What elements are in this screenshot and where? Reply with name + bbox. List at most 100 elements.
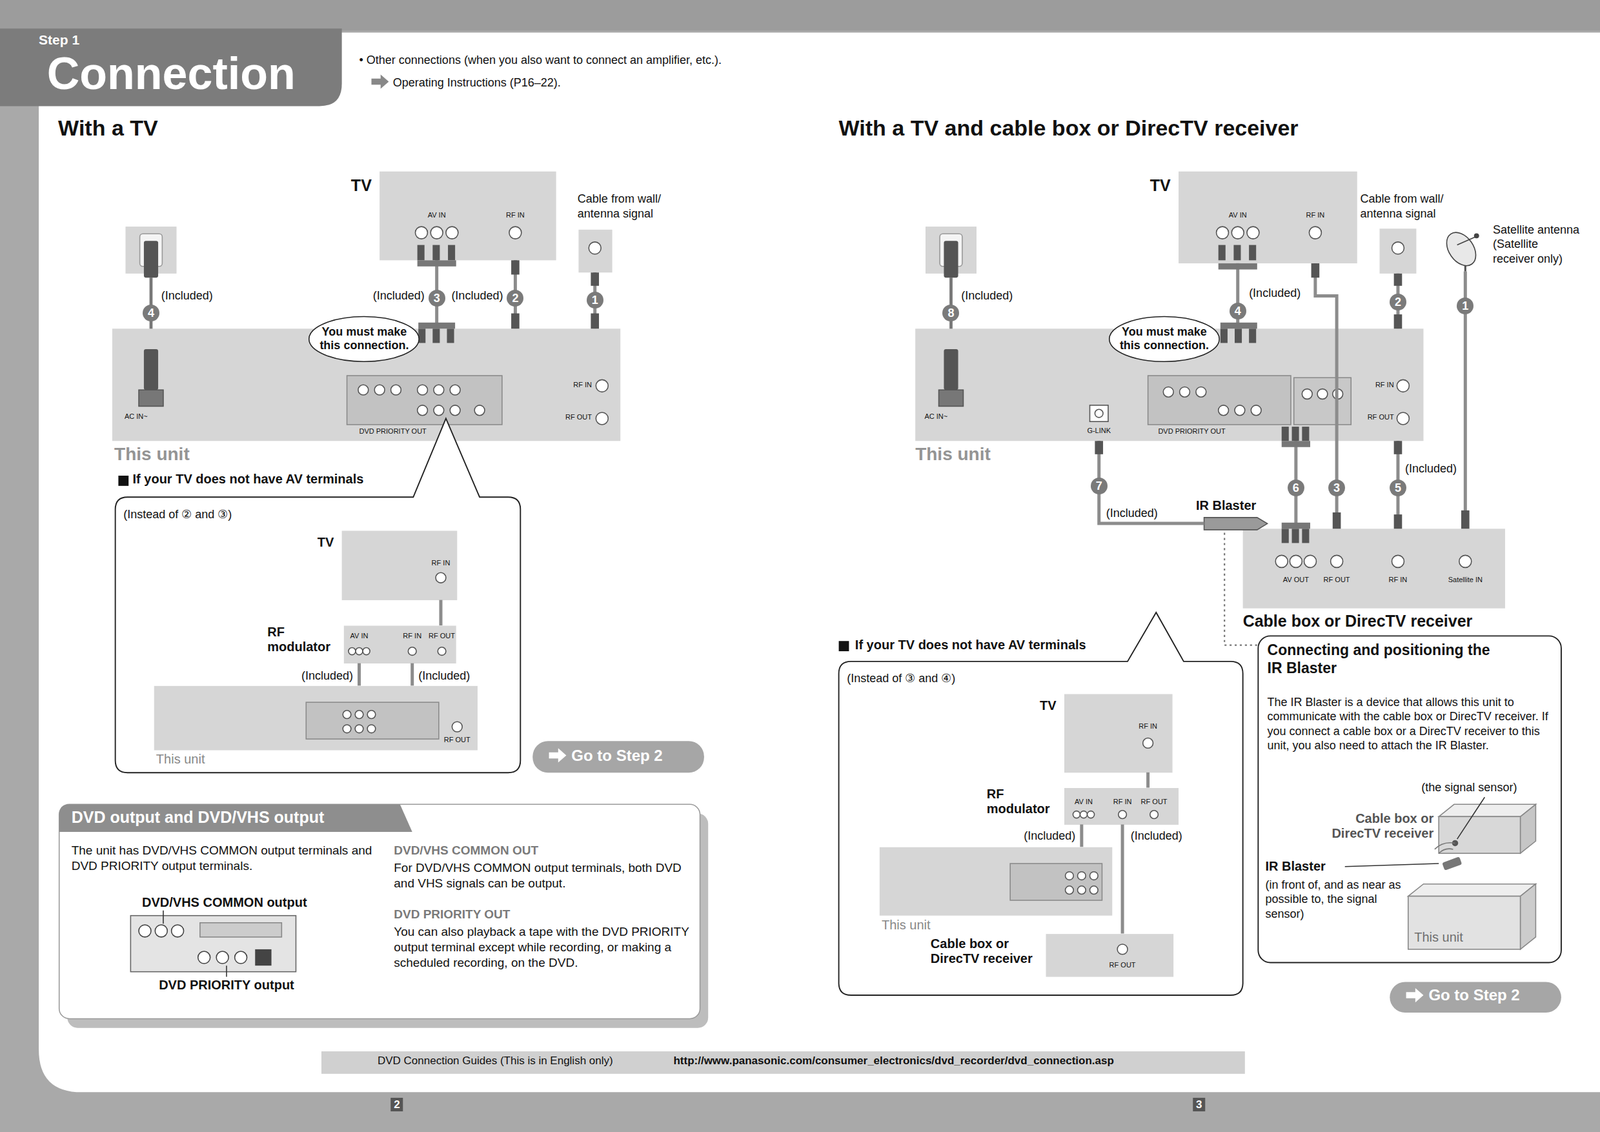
node-text: For DVD/VHS COMMON output terminals, bot… (393, 860, 698, 892)
bubble-ellipse (309, 316, 419, 362)
jack-label: AV IN (1228, 211, 1247, 219)
inset-panel: TVRF modulatorThis unitIf your TV does n… (115, 496, 521, 773)
rf-modulator: RF modulator (344, 625, 457, 663)
satellite-dish: Satellite antenna (Satellite receiver on… (1443, 232, 1489, 272)
jack-label: DVD PRIORITY OUT (359, 427, 427, 436)
node-text: You can also playback a tape with the DV… (393, 924, 698, 971)
node-heading: DVD output and DVD/VHS output (71, 807, 399, 828)
tv-box: TV (1178, 171, 1358, 264)
node-heading: TV (317, 534, 341, 551)
callout-number: 1 (586, 291, 604, 309)
bubble-ellipse (1109, 316, 1220, 362)
jack-label: RF IN (506, 211, 525, 219)
jack-label: RF OUT (444, 735, 471, 744)
node-text: DVD PRIORITY OUT (393, 906, 700, 923)
section-heading: With a TV (58, 114, 159, 142)
callout-number: 2 (506, 289, 524, 307)
rf-modulator: RF modulator (1064, 788, 1179, 825)
included-note: (Included) (451, 288, 503, 304)
jack-label: AC IN~ (124, 412, 148, 421)
jack-label: AV IN (350, 631, 369, 640)
callout-bubble: You must make this connection. (307, 315, 421, 363)
antenna-outlet: Cable from wall/ antenna signal (1379, 228, 1417, 274)
node-heading: This unit (1414, 929, 1527, 946)
included-note: (Included) (1130, 828, 1183, 844)
node-heading: Satellite antenna (Satellite receiver on… (1492, 222, 1580, 267)
node-heading: Step 1 (38, 31, 243, 49)
callout-bubble: You must make this connection. (1108, 315, 1221, 363)
tv-box: TV (1064, 693, 1173, 773)
callout-number: 8 (942, 304, 960, 322)
included-note: (Included) (373, 288, 425, 304)
terminal-label: DVD PRIORITY output (158, 977, 295, 993)
jack-label: RF IN (1113, 797, 1133, 806)
inset-panel: TVRF modulatorThis unitCable box or Dire… (839, 660, 1244, 995)
cable-box: Cable box or DirecTV receiver (1438, 804, 1536, 854)
jack-label: RF OUT (1109, 961, 1136, 969)
callout-number: 4 (142, 304, 160, 322)
node-text: (Instead of ② and ③) (123, 507, 348, 523)
jack-label: RF IN (1388, 575, 1408, 584)
unit-box: This unit (1408, 883, 1537, 949)
cable (357, 663, 361, 687)
section-heading: With a TV and cable box or DirecTV recei… (839, 114, 1299, 142)
step-button: Go to Step 2 (532, 740, 705, 773)
callout-number: 5 (1389, 479, 1407, 497)
node-heading: TV (351, 175, 378, 196)
cable-box: Cable box or DirecTV receiver (1243, 528, 1506, 608)
tv-box: TV (379, 171, 557, 261)
node-heading: Cable box or DirecTV receiver (1308, 811, 1434, 841)
callout-number: 7 (1090, 477, 1108, 495)
reference: Operating Instructions (P16–22). (393, 75, 561, 91)
jack-label: RF OUT (1141, 797, 1168, 806)
page-number: 3 (1192, 1097, 1206, 1112)
unit-box: This unit (879, 846, 1113, 916)
note: • Other connections (when you also want … (359, 52, 723, 68)
callout-number: 1 (1456, 297, 1474, 315)
node-heading: This unit (114, 442, 319, 466)
included-note: (Included) (301, 668, 354, 684)
jack-label: RF OUT (1323, 575, 1351, 584)
node-heading: This unit (881, 917, 1015, 934)
node-heading: If your TV does not have AV terminals (855, 637, 1131, 654)
jack-label: RF OUT (1367, 413, 1395, 421)
node-heading: If your TV does not have AV terminals (132, 471, 409, 488)
included-note: (Included) (418, 668, 470, 684)
jack-label: RF IN (573, 380, 592, 389)
note: (in front of, and as near as possible to… (1265, 877, 1403, 922)
jack-label: AC IN~ (924, 412, 948, 421)
jack-label: DVD PRIORITY OUT (1157, 427, 1226, 436)
included-note: (Included) (1405, 461, 1457, 477)
included-note: (Included) (1023, 828, 1076, 844)
node-heading: You must make this connection. (1112, 325, 1216, 352)
node-heading: TV (1039, 697, 1063, 714)
node-text: Connection (47, 50, 339, 97)
node-text: (Instead of ③ and ④) (846, 671, 1072, 687)
node-heading: You must make this connection. (312, 325, 417, 352)
jack-label: RF OUT (428, 631, 456, 640)
step-button: Go to Step 2 (1389, 981, 1562, 1013)
jack-label: RF IN (1138, 722, 1158, 730)
jack-label: RF IN (1306, 211, 1326, 219)
cable (1146, 772, 1150, 789)
callout-number: 6 (1287, 479, 1305, 497)
cable (438, 600, 443, 627)
node-heading: This unit (915, 442, 1120, 466)
node-heading: Cable from wall/ antenna signal (1359, 191, 1473, 221)
node-text: http://www.panasonic.com/consumer_electr… (673, 1053, 1230, 1068)
node-heading: This unit (156, 751, 290, 768)
node-heading: TV (1150, 175, 1177, 196)
jack-label: RF IN (402, 631, 422, 640)
cable (1079, 824, 1084, 847)
unit-box: This unit (154, 685, 478, 750)
footer-band: DVD Connection Guides (This is in Englis… (321, 1050, 1246, 1074)
jack-label: Satellite IN (1448, 575, 1483, 584)
node-text: The unit has DVD/VHS COMMON output termi… (71, 842, 378, 874)
jack-label: G-LINK (1086, 426, 1111, 435)
part-label: IR Blaster (1265, 859, 1326, 874)
node-heading: Connecting and positioning the IR Blaste… (1267, 641, 1498, 678)
node-text: DVD/VHS COMMON OUT (393, 842, 700, 859)
